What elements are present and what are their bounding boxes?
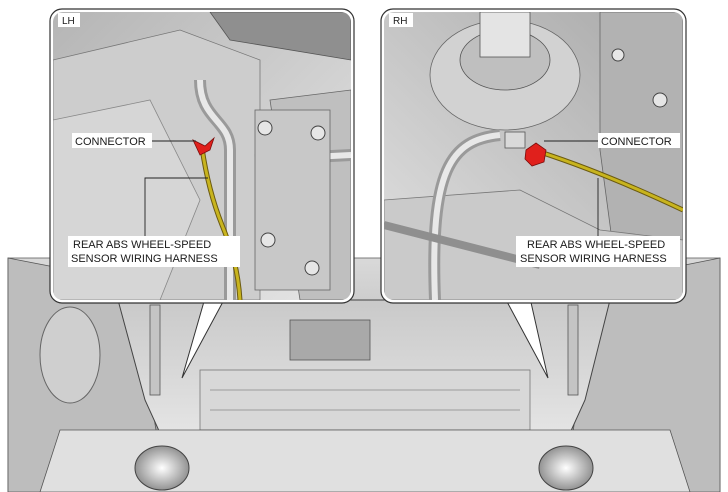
rh-harness-label-line1: REAR ABS WHEEL-SPEED — [527, 239, 665, 251]
vehicle-rear-illustration — [7, 257, 721, 492]
lh-harness-label-line2: SENSOR WIRING HARNESS — [71, 253, 218, 265]
lh-panel-title: LH — [62, 16, 75, 27]
rh-detail-panel: RH CONNECTOR REAR ABS WHEEL-SPEED SENSOR… — [380, 8, 687, 304]
lh-connector — [192, 136, 215, 156]
lh-harness-leader — [144, 177, 208, 236]
rh-connector-label: CONNECTOR — [601, 136, 672, 148]
lh-detail-panel: LH CONNECTOR REAR ABS WHEEL-SPEED SENSOR… — [49, 8, 355, 304]
rear-bumper — [39, 429, 691, 492]
rh-connector — [524, 142, 547, 167]
rh-panel-title: RH — [393, 16, 407, 27]
left-tail-lamp — [134, 445, 190, 491]
center-bracket — [289, 319, 371, 361]
fuel-lid — [39, 306, 101, 404]
rh-harness-label-line2: SENSOR WIRING HARNESS — [520, 253, 667, 265]
lh-connector-label: CONNECTOR — [75, 136, 146, 148]
lh-harness-label-line1: REAR ABS WHEEL-SPEED — [73, 239, 211, 251]
right-tail-lamp — [538, 445, 594, 491]
trunk-floor — [199, 369, 531, 431]
